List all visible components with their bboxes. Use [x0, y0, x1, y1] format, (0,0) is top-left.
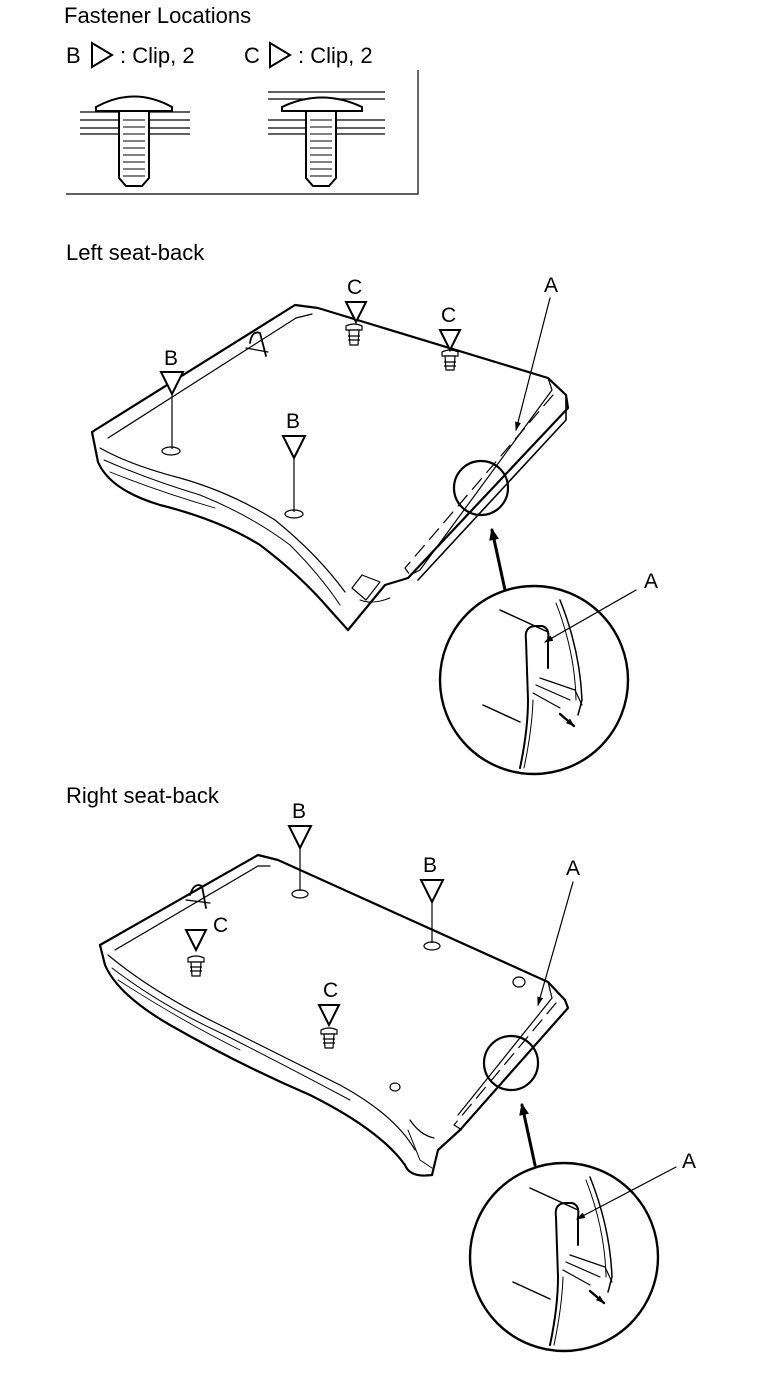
left-label-c1: C [347, 276, 363, 299]
right-b2-triangle-icon [419, 879, 445, 905]
clip-b-illustration [80, 95, 190, 187]
clip-c-illustration [268, 91, 385, 187]
left-b1-triangle-icon [159, 371, 185, 397]
left-label-a-detail: A [644, 570, 659, 593]
right-c1-triangle-icon [184, 929, 208, 953]
left-b2-triangle-icon [281, 435, 307, 461]
right-c2-triangle-icon [317, 1004, 341, 1028]
left-label-a-top: A [544, 274, 559, 297]
right-detail-callout [468, 881, 677, 1353]
left-label-b2: B [286, 410, 301, 433]
left-detail-callout [438, 297, 637, 776]
right-label-b1: B [292, 800, 307, 823]
right-magnify-circle [482, 1034, 540, 1092]
legend-c-text: : Clip, 2 [298, 43, 373, 68]
left-fastener-markers [159, 301, 462, 512]
right-label-c1: C [213, 914, 229, 937]
right-detail-circle [468, 1161, 660, 1353]
legend-c-letter: C [244, 43, 260, 68]
left-magnify-circle [452, 459, 510, 517]
right-label-b2: B [423, 854, 438, 877]
legend-frame [66, 70, 419, 195]
fastener-locations-title: Fastener Locations [64, 3, 252, 28]
left-label-b1: B [164, 347, 179, 370]
left-seat-back-title: Left seat-back [66, 240, 205, 265]
legend-c-triangle-icon [269, 41, 292, 69]
right-label-a-top: A [566, 857, 581, 880]
right-label-c2: C [323, 979, 339, 1002]
right-b1-triangle-icon [287, 825, 313, 851]
right-seat-back-panel [98, 853, 570, 1177]
left-clip-c-icons [345, 323, 459, 371]
legend-b-triangle-icon [91, 41, 114, 69]
right-label-a-detail: A [682, 1150, 697, 1173]
left-c1-triangle-icon [344, 301, 368, 325]
right-clip-c-icons [187, 955, 338, 1049]
left-seat-back-panel [90, 303, 570, 632]
right-seat-back-title: Right seat-back [66, 783, 219, 808]
left-c2-triangle-icon [438, 329, 462, 353]
left-label-c2: C [441, 304, 457, 327]
legend-b-letter: B [66, 43, 81, 68]
left-detail-circle [438, 584, 630, 776]
legend-b-text: : Clip, 2 [120, 43, 195, 68]
right-fastener-markers [184, 825, 445, 1028]
